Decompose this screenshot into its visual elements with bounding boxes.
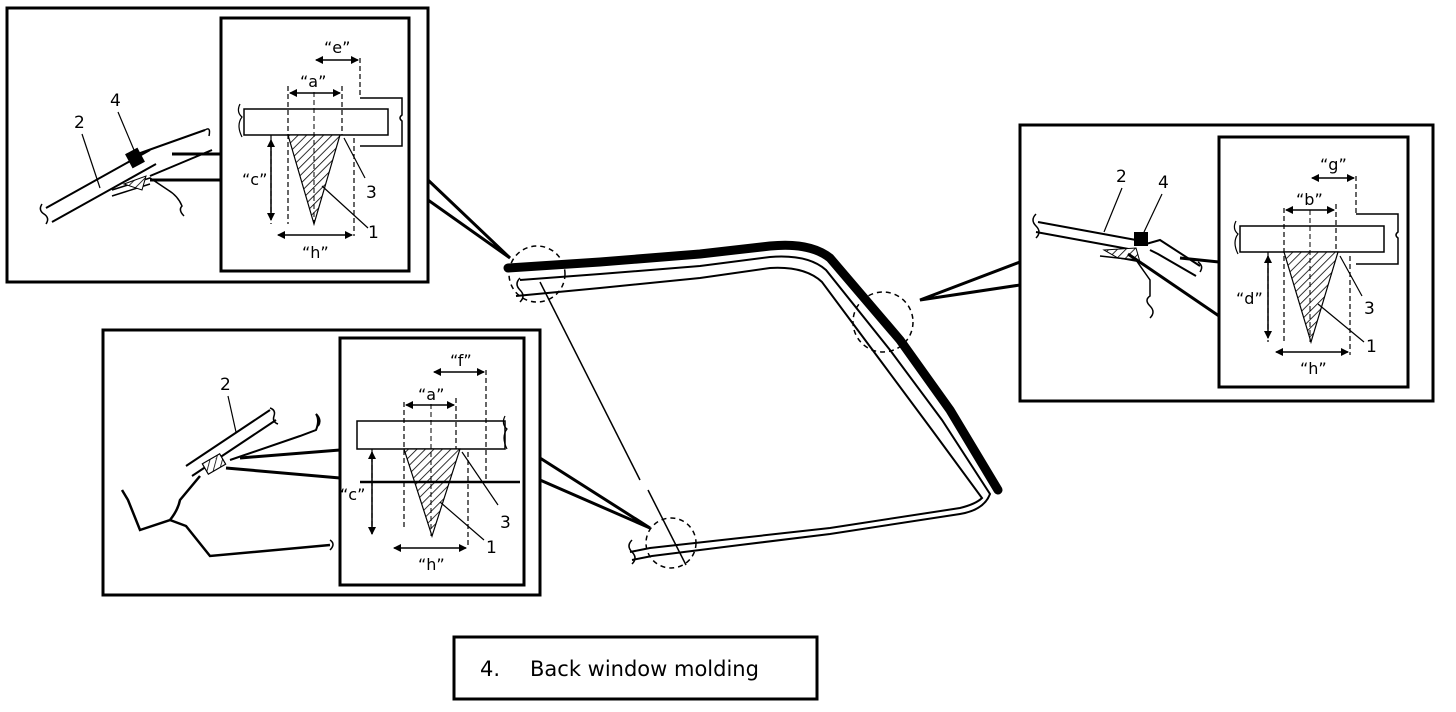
detail-circle-top-left	[508, 245, 566, 303]
molding-sketch	[120, 407, 341, 558]
molding-sketch	[1032, 213, 1220, 319]
dim-g-label: “g”	[1320, 155, 1347, 174]
dim-c-label: “c”	[242, 170, 267, 189]
back-window-outline	[503, 240, 1003, 569]
legend-text: Back window molding	[530, 657, 759, 681]
label-part-3: 3	[366, 183, 377, 203]
dim-a-label: “a”	[300, 72, 326, 91]
molding-sketch	[39, 128, 221, 225]
break-mark-bottom	[628, 539, 636, 565]
dim-c-label: “c”	[340, 485, 365, 504]
label-part-1: 1	[486, 538, 497, 558]
dim-h-label: “h”	[1300, 359, 1327, 378]
label-part-1: 1	[1366, 337, 1377, 357]
glass-cut-line	[539, 281, 641, 481]
detail-circle-right	[852, 291, 914, 353]
window-molding-top	[503, 240, 1003, 495]
dim-f-label: “f”	[450, 351, 472, 370]
glass-cut-line-lower	[647, 489, 687, 566]
pointer-top-left	[426, 176, 512, 260]
legend-box: 4. Back window molding	[452, 635, 819, 701]
window-glass-inner-edge	[515, 266, 984, 553]
label-part-3: 3	[1364, 299, 1375, 319]
pointer-right	[919, 259, 1022, 302]
window-lower-edge	[519, 255, 992, 561]
label-part-1: 1	[368, 223, 379, 243]
label-glass: 4	[1158, 173, 1169, 193]
label-molding: 2	[74, 113, 85, 133]
legend-frame	[452, 635, 819, 701]
label-part-3: 3	[500, 513, 511, 533]
dim-a-label: “a”	[418, 385, 444, 404]
label-glass: 4	[110, 91, 121, 111]
legend-number: 4.	[480, 657, 500, 681]
dim-b-label: “b”	[1296, 190, 1323, 209]
callout-bottom-left: 2 “f” “a” “c” “h” 3 1	[101, 328, 542, 597]
label-molding: 2	[1116, 167, 1127, 187]
dim-d-label: “d”	[1236, 289, 1263, 308]
dim-h-label: “h”	[302, 243, 329, 262]
callout-right: 2 4 “g” “b” “d” “h” 3 1	[1018, 123, 1435, 403]
adhesive-bead	[403, 448, 461, 538]
dim-h-label: “h”	[418, 555, 445, 574]
detail-circle-bottom	[645, 517, 697, 569]
adhesive-bead	[1283, 251, 1339, 345]
molding-cross-section	[237, 58, 403, 236]
dim-e-label: “e”	[324, 38, 350, 57]
label-molding: 2	[220, 375, 231, 395]
molding-cross-section	[1233, 176, 1399, 355]
break-mark-top	[516, 277, 524, 303]
callout-top-left: 2 4 “e” “a” “c” “h” 3 1	[5, 6, 430, 284]
